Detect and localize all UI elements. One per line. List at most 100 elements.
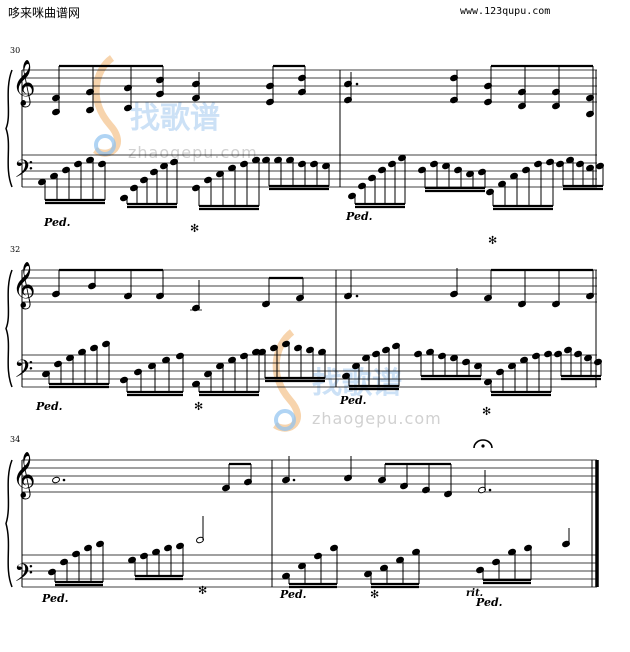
note-head <box>98 160 106 168</box>
pedal-marks: Ped. ✻ Ped. ✻ Ped. ✻ Ped. ✻ Ped. ✻ Ped. … <box>35 210 503 609</box>
note-head <box>438 352 446 360</box>
note-head <box>216 170 224 178</box>
note-head <box>398 154 406 162</box>
watermark-url: zhaogepu.com <box>312 409 442 428</box>
note-head <box>484 378 492 386</box>
clefs: 𝄞 𝄢 𝄞 𝄢 𝄞 𝄢 <box>12 60 36 594</box>
tempo-marking: rit. <box>466 588 483 599</box>
treble-clef-icon: 𝄞 <box>12 262 36 310</box>
note-head <box>358 182 366 190</box>
note-head <box>418 166 426 174</box>
pedal-release-icon: ✻ <box>194 400 203 413</box>
note-head <box>596 162 604 170</box>
pedal-release-icon: ✻ <box>190 222 199 235</box>
note-head <box>128 556 136 564</box>
pedal-mark: Ped. <box>345 210 373 223</box>
note-head <box>534 160 542 168</box>
note-head <box>48 568 56 576</box>
note-head <box>342 372 350 380</box>
note-head <box>352 362 360 370</box>
note-head <box>50 172 58 180</box>
note-head <box>378 166 386 174</box>
note-head <box>450 354 458 362</box>
note-head <box>492 558 500 566</box>
brace-icon <box>5 269 13 388</box>
note-head <box>414 350 422 358</box>
note-head <box>318 348 326 356</box>
note-head <box>396 556 404 564</box>
note-head <box>392 342 400 350</box>
pedal-mark: Ped. <box>41 592 69 605</box>
note-head <box>42 370 50 378</box>
note-head <box>160 162 168 170</box>
watermark-url: zhaogepu.com <box>128 143 258 162</box>
note-head <box>462 358 470 366</box>
note-head <box>252 156 260 164</box>
note-head <box>162 356 170 364</box>
note-head <box>204 176 212 184</box>
note-head <box>282 340 290 348</box>
note-head <box>294 344 302 352</box>
note-head <box>508 548 516 556</box>
note-head <box>364 570 372 578</box>
note-head <box>96 540 104 548</box>
pedal-release-icon: ✻ <box>488 234 497 247</box>
pedal-mark: Ped. <box>35 400 63 413</box>
note-head <box>556 160 564 168</box>
note-head <box>322 162 330 170</box>
pedal-mark: Ped. <box>279 588 307 601</box>
pedal-mark: Ped. <box>43 216 71 229</box>
note-head <box>584 354 592 362</box>
note-head <box>412 548 420 556</box>
watermark-title: 找歌谱 <box>130 101 220 136</box>
note-head <box>466 170 474 178</box>
note-head <box>586 164 594 172</box>
note-head <box>274 156 282 164</box>
note-head <box>566 156 574 164</box>
note-head <box>130 184 138 192</box>
note-head <box>176 352 184 360</box>
note-head <box>286 156 294 164</box>
note-head <box>442 162 450 170</box>
note-head <box>66 354 74 362</box>
dot <box>62 478 66 482</box>
note-head <box>262 156 270 164</box>
treble-clef-icon: 𝄞 <box>12 60 36 108</box>
note-head <box>140 552 148 560</box>
note-head <box>164 544 172 552</box>
note-head <box>60 558 68 566</box>
note-head <box>382 346 390 354</box>
fermata-icon <box>473 439 493 449</box>
note-head <box>134 368 142 376</box>
note-head <box>228 164 236 172</box>
bass-clef-icon: 𝄢 <box>14 155 33 190</box>
note-head <box>120 194 128 202</box>
note-head <box>306 346 314 354</box>
note-head <box>508 362 516 370</box>
note-head <box>554 350 562 358</box>
note-head <box>298 160 306 168</box>
note-head <box>372 350 380 358</box>
note-head <box>192 380 200 388</box>
note-head <box>496 368 504 376</box>
note-head <box>362 354 370 362</box>
measure-number: 34 <box>10 435 20 444</box>
site-title: 哆来咪曲谱网 <box>8 6 81 20</box>
dot <box>488 488 492 492</box>
treble-clef-icon: 𝄞 <box>12 452 36 500</box>
dot <box>355 82 359 86</box>
note-head <box>564 346 572 354</box>
note-head <box>140 176 148 184</box>
note-head <box>330 544 338 552</box>
note-head <box>176 542 184 550</box>
note-head <box>204 370 212 378</box>
note-head <box>84 544 92 552</box>
note-head <box>152 548 160 556</box>
note-head <box>54 360 62 368</box>
note-head <box>72 550 80 558</box>
note-head <box>314 552 322 560</box>
note-head <box>380 564 388 572</box>
note-head <box>310 160 318 168</box>
note-head <box>86 156 94 164</box>
